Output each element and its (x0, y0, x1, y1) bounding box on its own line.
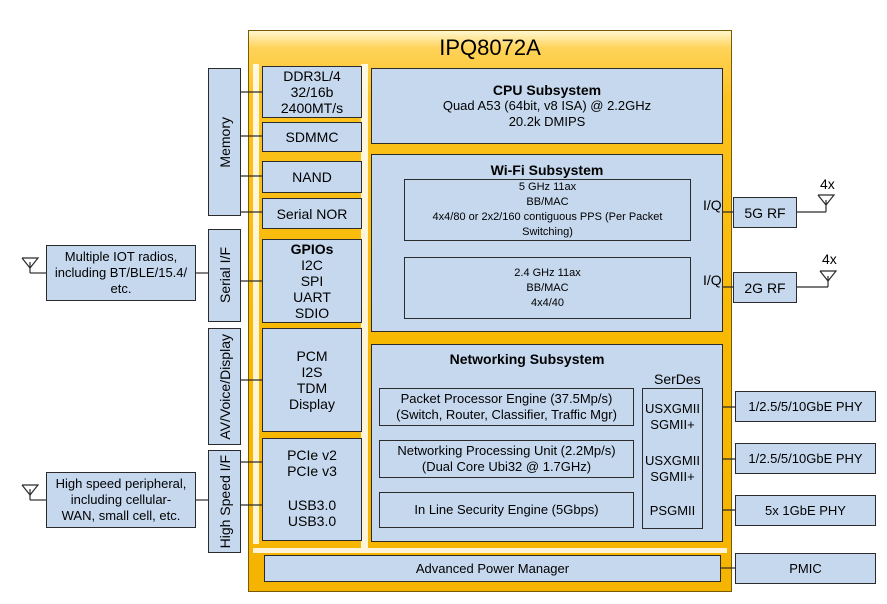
ddr-block: DDR3L/4 32/16b 2400MT/s (262, 66, 362, 118)
serial-nor-block: Serial NOR (262, 198, 362, 229)
hsp-line: including cellular- (70, 492, 172, 507)
wifi-5ghz-line: 5 GHz 11ax (518, 181, 577, 193)
wifi-5ghz-block: 5 GHz 11ax BB/MAC 4x4/80 or 2x2/160 cont… (404, 179, 691, 241)
serdes-port: SGMII+ (650, 417, 695, 432)
iot-line: including BT/BLE/15.4/ (54, 265, 188, 280)
advanced-power-manager: Advanced Power Manager (264, 555, 721, 582)
av-voice-display-label: AV/Voice/Display (216, 333, 233, 440)
wifi-5ghz-line: 4x4/80 or 2x2/160 contiguous PPS (Per Pa… (432, 211, 663, 223)
high-speed-peripheral-block: High speed peripheral, including cellula… (46, 472, 196, 528)
rf-2g-label: 2G RF (744, 279, 786, 296)
serdes-port: SGMII+ (650, 469, 695, 484)
serial-nor-label: Serial NOR (276, 205, 348, 222)
cpu-line: 20.2k DMIPS (508, 114, 586, 129)
wifi-5ghz-line: Switching) (522, 226, 573, 238)
glow-band (361, 64, 368, 548)
chip-title: IPQ8072A (439, 35, 541, 60)
phy-label: 5x 1GbE PHY (765, 502, 846, 518)
wifi-5ghz-line: BB/MAC (526, 196, 569, 208)
gpio-block: GPIOs I2C SPI UART SDIO (262, 239, 362, 323)
iot-line: Multiple IOT radios, (64, 249, 178, 264)
cpu-subsystem: CPU Subsystem Quad A53 (64bit, v8 ISA) @… (371, 68, 723, 144)
wifi-title: Wi-Fi Subsystem (490, 162, 604, 178)
iq-label-5g: I/Q (703, 197, 722, 213)
rf-5g-block: 5G RF (733, 197, 797, 228)
ddr-line: 2400MT/s (280, 100, 344, 116)
serdes-port: USXGMII (645, 401, 700, 416)
nand-block: NAND (262, 161, 362, 193)
gpio-title: GPIOs (290, 241, 334, 257)
highspeed-label-box: High Speed I/F (208, 450, 241, 553)
iq-label-2g: I/Q (703, 272, 722, 288)
high-speed-if-label: High Speed I/F (216, 454, 233, 549)
rf-5g-label: 5G RF (744, 204, 786, 221)
phy-label: 1/2.5/5/10GbE PHY (748, 450, 863, 466)
gpio-item: UART (293, 289, 331, 305)
phy-label: 1/2.5/5/10GbE PHY (748, 398, 863, 414)
ppe-block: Packet Processor Engine (37.5Mp/s) (Swit… (379, 388, 634, 426)
wifi-24ghz-block: 2.4 GHz 11ax BB/MAC 4x4/40 (404, 257, 691, 319)
npu-block: Networking Processing Unit (2.2Mp/s) (Du… (379, 440, 634, 478)
memory-label: Memory (216, 116, 233, 168)
ppe-line: (Switch, Router, Classifier, Traffic Mgr… (396, 407, 617, 422)
serdes-block: USXGMII SGMII+ USXGMII SGMII+ PSGMII (642, 388, 703, 529)
pcie-item: PCIe v2 (287, 447, 337, 463)
iot-radios-block: Multiple IOT radios, including BT/BLE/15… (46, 245, 196, 301)
ppe-line: Packet Processor Engine (37.5Mp/s) (400, 391, 613, 406)
glow-band (253, 64, 259, 544)
highspeed-block: PCIe v2 PCIe v3 USB3.0 USB3.0 (262, 438, 362, 541)
phy-block: 1/2.5/5/10GbE PHY (735, 443, 876, 474)
security-engine-block: In Line Security Engine (5Gbps) (379, 492, 634, 528)
pcie-item: PCIe v3 (287, 463, 337, 479)
pmic-block: PMIC (735, 553, 876, 584)
cpu-title: CPU Subsystem (492, 82, 602, 98)
memory-label-box: Memory (208, 68, 241, 216)
gpio-item: SDIO (294, 305, 330, 321)
av-block: PCM I2S TDM Display (262, 328, 362, 432)
av-item: TDM (296, 380, 328, 396)
gpio-item: SPI (300, 273, 324, 289)
phy-block: 5x 1GbE PHY (735, 495, 876, 526)
serial-if-label-box: Serial I/F (208, 229, 241, 322)
serdes-port: PSGMII (649, 503, 696, 518)
serdes-port: USXGMII (645, 453, 700, 468)
av-item: PCM (296, 348, 328, 364)
antenna-count-5g: 4x (820, 176, 835, 192)
sdmmc-block: SDMMC (262, 122, 362, 152)
glow-band (253, 548, 727, 553)
ddr-line: 32/16b (290, 84, 334, 100)
usb-item: USB3.0 (287, 497, 337, 513)
nand-label: NAND (292, 169, 332, 185)
npu-line: (Dual Core Ubi32 @ 1.7GHz) (421, 459, 592, 474)
wifi-24ghz-line: 2.4 GHz 11ax (514, 266, 581, 279)
serdes-title: SerDes (654, 371, 701, 387)
gpio-item: I2C (301, 257, 323, 273)
antenna-count-2g: 4x (822, 251, 837, 267)
security-engine-label: In Line Security Engine (5Gbps) (414, 502, 599, 517)
pmic-label: PMIC (789, 560, 822, 576)
iot-line: etc. (110, 281, 132, 296)
networking-title: Networking Subsystem (449, 351, 605, 367)
usb-item: USB3.0 (287, 513, 337, 529)
wifi-24ghz-line: BB/MAC (526, 281, 569, 294)
rf-2g-block: 2G RF (733, 272, 797, 303)
wifi-24ghz-line: 4x4/40 (530, 296, 565, 309)
hsp-line: WAN, small cell, etc. (61, 508, 181, 523)
av-item: Display (289, 396, 335, 412)
hsp-line: High speed peripheral, (55, 476, 187, 491)
serial-if-label: Serial I/F (216, 247, 233, 304)
sdmmc-label: SDMMC (285, 129, 339, 145)
av-label-box: AV/Voice/Display (208, 328, 241, 445)
ddr-line: DDR3L/4 (283, 68, 341, 84)
phy-block: 1/2.5/5/10GbE PHY (735, 391, 876, 422)
apm-label: Advanced Power Manager (415, 560, 570, 576)
av-item: I2S (301, 364, 323, 380)
cpu-line: Quad A53 (64bit, v8 ISA) @ 2.2GHz (442, 98, 652, 113)
npu-line: Networking Processing Unit (2.2Mp/s) (397, 443, 616, 458)
